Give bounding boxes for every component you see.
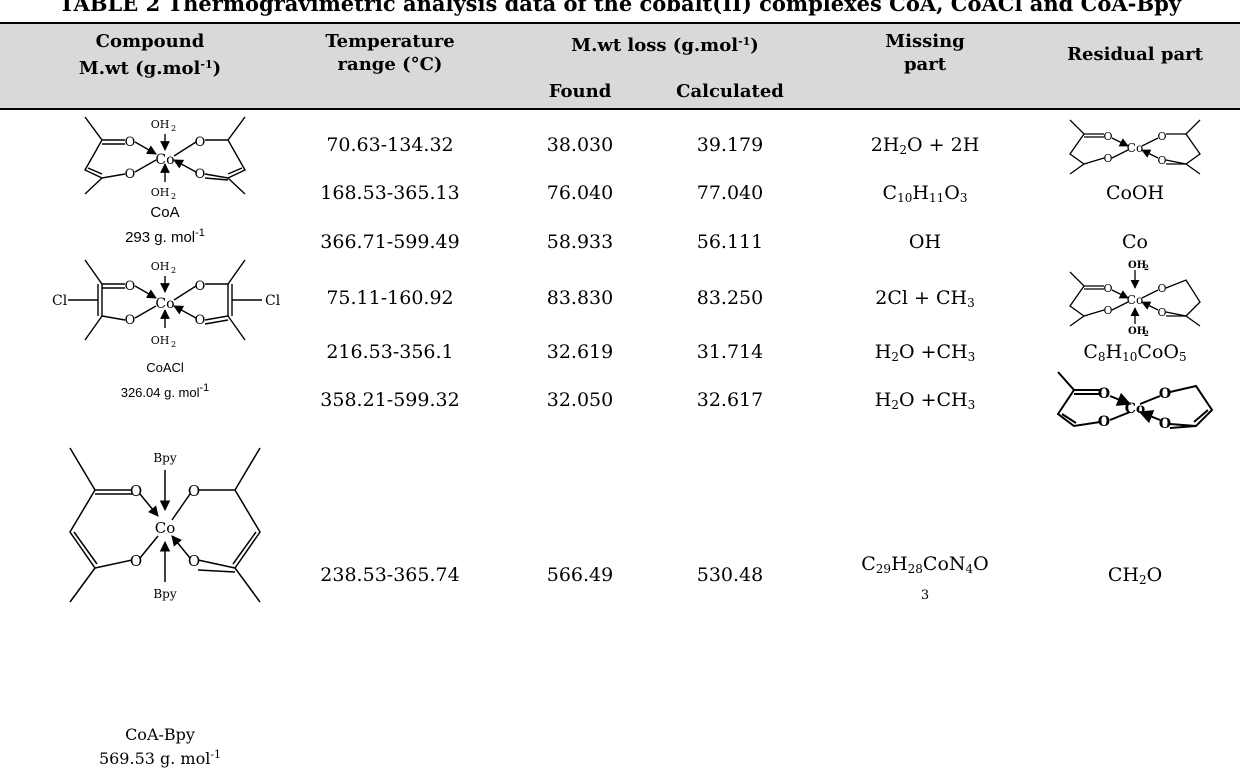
row5-found: 32.619 — [546, 341, 614, 363]
svg-text:2: 2 — [171, 266, 176, 275]
svg-text:Bpy: Bpy — [153, 587, 177, 601]
row6-temp: 358.21-599.32 — [320, 389, 460, 411]
svg-text:O: O — [195, 167, 206, 182]
svg-text:O: O — [125, 167, 136, 182]
row1-found: 38.030 — [546, 134, 614, 156]
residual-structure-2: OH 2 OH 2 O O O O Co — [1069, 260, 1201, 338]
coacl-name: CoACl 326.04 g. mol-1 — [120, 360, 210, 400]
header-calculated: Calculated — [676, 81, 784, 102]
row7-calc: 530.48 — [696, 564, 764, 586]
svg-text:Cl: Cl — [52, 293, 68, 309]
svg-text:O: O — [1157, 282, 1166, 295]
row1-calc: 39.179 — [696, 134, 764, 156]
svg-text:O: O — [1103, 282, 1112, 295]
coa-name: CoA 293 g. mol-1 — [125, 204, 205, 246]
row4-calc: 83.250 — [696, 287, 764, 309]
svg-text:Co: Co — [1127, 293, 1143, 307]
table-caption: TABLE 2 Thermogravimetric analysis data … — [58, 0, 1182, 16]
svg-text:O: O — [195, 135, 206, 150]
row3-calc: 56.111 — [696, 231, 764, 253]
svg-text:OH: OH — [151, 260, 170, 273]
row2-temp: 168.53-365.13 — [320, 182, 460, 204]
svg-text:O: O — [188, 482, 200, 500]
row3-found: 58.933 — [546, 231, 614, 253]
svg-text:O: O — [125, 313, 136, 328]
row2-missing: C10H11O3 — [882, 182, 968, 205]
coabpy-name: CoA-Bpy 569.53 g. mol-1 — [98, 725, 222, 768]
svg-text:O: O — [1103, 152, 1112, 165]
residual-structure-3: O O O O Co — [1056, 371, 1214, 432]
row1-missing: 2H2O + 2H — [870, 134, 980, 157]
svg-text:Bpy: Bpy — [153, 451, 177, 465]
row5-missing: H2O +CH3 — [874, 341, 976, 364]
coabpy-structure: O O O O Co Bpy Bpy — [69, 447, 261, 603]
row3-temp: 366.71-599.49 — [320, 231, 460, 253]
svg-text:2: 2 — [1144, 263, 1149, 272]
svg-text:Co: Co — [155, 296, 174, 312]
header-mwloss: M.wt loss (g.mol-1) — [571, 35, 759, 56]
row7-found: 566.49 — [546, 564, 614, 586]
svg-text:O: O — [130, 482, 142, 500]
coa-structure: O O O O Co OH 2 OH 2 — [84, 116, 246, 201]
svg-text:O: O — [1103, 130, 1112, 143]
svg-text:O: O — [1098, 414, 1110, 430]
row5-residual: C8H10CoO5 — [1083, 341, 1187, 364]
row4-temp: 75.11-160.92 — [326, 287, 454, 309]
svg-text:O: O — [1159, 416, 1171, 432]
svg-text:OH: OH — [151, 186, 170, 199]
svg-text:O: O — [188, 552, 200, 570]
header-top-rule — [0, 22, 1240, 24]
svg-text:OH: OH — [1128, 260, 1146, 271]
svg-text:2: 2 — [1144, 329, 1149, 338]
row4-found: 83.830 — [546, 287, 614, 309]
row7-residual: CH2O — [1107, 564, 1163, 587]
svg-text:O: O — [1157, 130, 1166, 143]
svg-text:O: O — [130, 552, 142, 570]
svg-text:Co: Co — [1127, 141, 1143, 155]
header-missing: Missing part — [885, 31, 965, 75]
svg-text:O: O — [1103, 304, 1112, 317]
row3-missing: OH — [908, 231, 942, 253]
row7-temp: 238.53-365.74 — [320, 564, 460, 586]
svg-text:O: O — [195, 313, 206, 328]
row5-temp: 216.53-356.1 — [326, 341, 454, 363]
coacl-structure: Cl Cl O O O O Co OH 2 OH 2 — [52, 259, 281, 349]
svg-text:O: O — [1098, 386, 1110, 402]
row6-found: 32.050 — [546, 389, 614, 411]
svg-text:O: O — [125, 279, 136, 294]
header-bottom-rule — [0, 108, 1240, 110]
svg-text:Co: Co — [155, 519, 176, 537]
svg-text:OH: OH — [1128, 326, 1146, 337]
svg-text:2: 2 — [171, 192, 176, 201]
residual-structure-1: O O O O Co — [1069, 119, 1201, 175]
svg-text:OH: OH — [151, 334, 170, 347]
row6-missing: H2O +CH3 — [874, 389, 976, 412]
svg-text:Co: Co — [155, 152, 174, 168]
row2-residual: CoOH — [1105, 182, 1165, 204]
svg-text:Cl: Cl — [265, 293, 281, 309]
row3-residual: Co — [1122, 231, 1148, 253]
table-header — [0, 22, 1240, 108]
row2-found: 76.040 — [546, 182, 614, 204]
row1-temp: 70.63-134.32 — [326, 134, 454, 156]
svg-text:O: O — [1159, 386, 1171, 402]
svg-text:O: O — [1157, 306, 1166, 319]
row5-calc: 31.714 — [696, 341, 764, 363]
svg-text:2: 2 — [171, 340, 176, 349]
row2-calc: 77.040 — [696, 182, 764, 204]
svg-text:O: O — [195, 279, 206, 294]
svg-text:2: 2 — [171, 124, 176, 133]
svg-text:O: O — [125, 135, 136, 150]
header-residual: Residual part — [1067, 44, 1203, 65]
header-compound: Compound M.wt (g.mol-1) — [78, 31, 222, 79]
header-found: Found — [548, 81, 612, 102]
svg-text:Co: Co — [1125, 401, 1145, 417]
row4-missing: 2Cl + CH3 — [875, 287, 975, 310]
svg-text:O: O — [1157, 154, 1166, 167]
header-temperature: Temperature range (°C) — [325, 31, 455, 75]
row6-calc: 32.617 — [696, 389, 764, 411]
svg-text:OH: OH — [151, 118, 170, 131]
